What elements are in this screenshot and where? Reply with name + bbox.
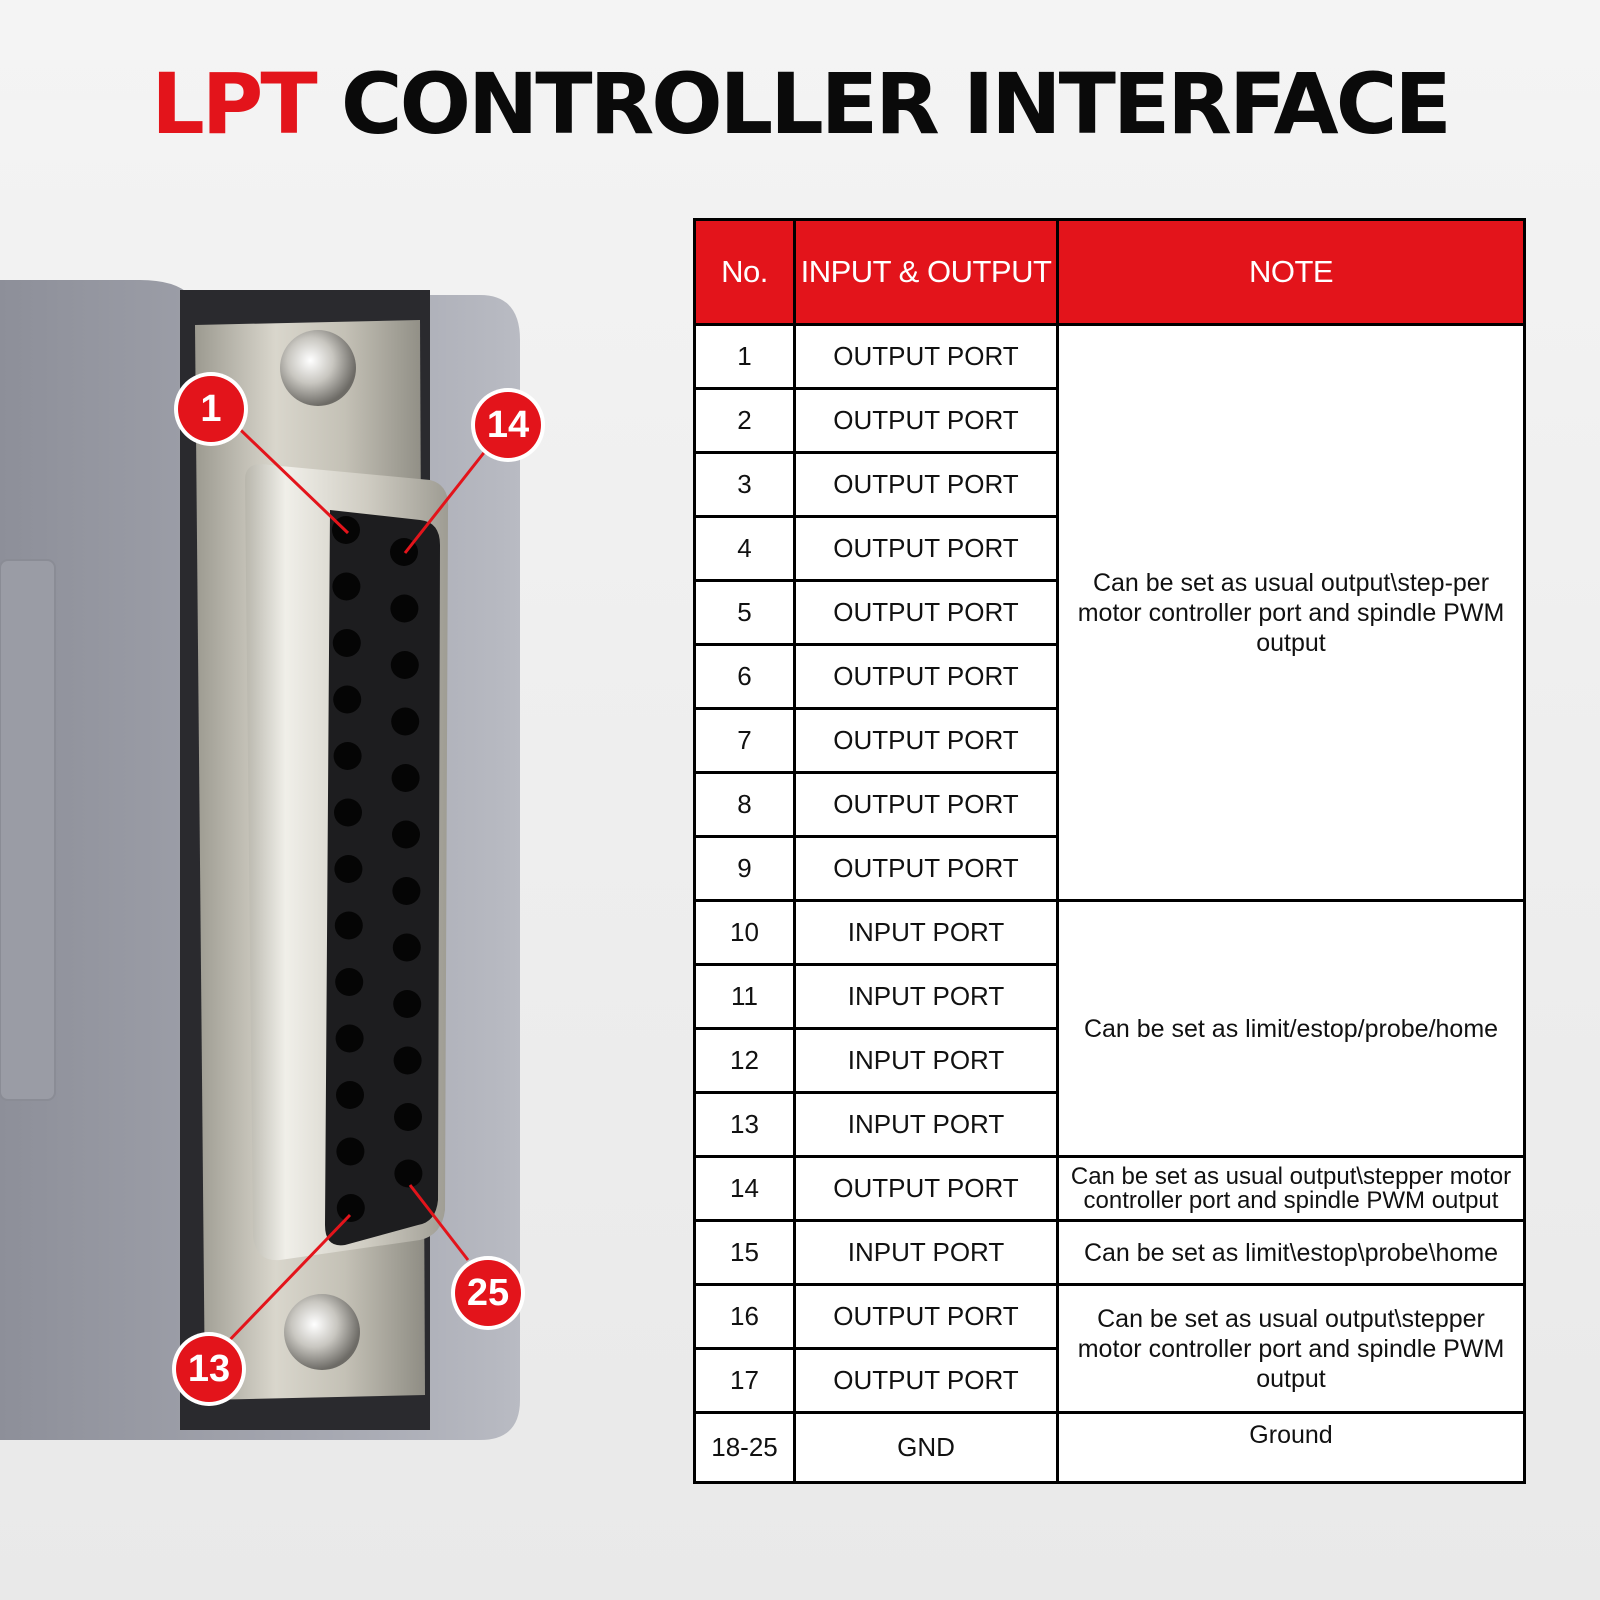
- table-row: 9 OUTPUT PORT: [693, 835, 1525, 902]
- pin-number: 14: [693, 1155, 796, 1222]
- pin-number: 6: [693, 643, 796, 710]
- table-row: 13 INPUT PORT: [693, 1091, 1525, 1158]
- pin-io: OUTPUT PORT: [793, 1347, 1059, 1414]
- pin-number: 11: [693, 963, 796, 1030]
- table-row: 18-25 GND Ground: [693, 1411, 1526, 1484]
- pin-hole: [392, 933, 421, 962]
- pin-io: OUTPUT PORT: [793, 515, 1059, 582]
- pin-hole: [390, 651, 419, 679]
- table-row: 17 OUTPUT PORT: [693, 1347, 1525, 1414]
- pin-hole: [332, 572, 361, 601]
- pin-hole: [332, 629, 361, 657]
- pin-hole: [334, 855, 363, 883]
- table-row: 1 OUTPUT PORT Can be set as usual output…: [693, 323, 1526, 902]
- header-note: NOTE: [1056, 218, 1526, 326]
- pin-hole: [336, 1081, 364, 1109]
- pin-number: 16: [693, 1283, 796, 1350]
- pin-io: INPUT PORT: [793, 899, 1059, 966]
- pin-io: OUTPUT PORT: [793, 579, 1059, 646]
- pin-io: OUTPUT PORT: [793, 643, 1059, 710]
- table-row: 5 OUTPUT PORT: [693, 579, 1525, 646]
- pin-number: 5: [693, 579, 796, 646]
- note-pin-15: Can be set as limit\estop\probe\home: [1056, 1219, 1526, 1286]
- note-pins-16-17: Can be set as usual output\stepper motor…: [1056, 1283, 1526, 1414]
- pin-io: OUTPUT PORT: [793, 387, 1059, 454]
- pin-hole: [394, 1103, 422, 1131]
- pin-hole: [391, 764, 420, 792]
- title-lpt: LPT: [151, 55, 317, 153]
- pin-io: INPUT PORT: [793, 1027, 1059, 1094]
- pin-hole: [333, 685, 362, 714]
- pin-number: 15: [693, 1219, 796, 1286]
- pin-hole: [390, 594, 419, 623]
- table-row: 10 INPUT PORT Can be set as limit/estop/…: [693, 899, 1526, 1158]
- pin-io: OUTPUT PORT: [793, 771, 1059, 838]
- table-header-row: No. INPUT & OUTPUT NOTE: [693, 218, 1526, 326]
- title-rest: CONTROLLER INTERFACE: [340, 55, 1452, 153]
- note-pins-1-9: Can be set as usual output\step-per moto…: [1056, 323, 1526, 902]
- pinout-table: No. INPUT & OUTPUT NOTE 1 OUTPUT PORT Ca…: [693, 218, 1526, 1484]
- pin-number: 12: [693, 1027, 796, 1094]
- table-row: 4 OUTPUT PORT: [693, 515, 1525, 582]
- pin-hole: [336, 1194, 365, 1222]
- table-row: 6 OUTPUT PORT: [693, 643, 1525, 710]
- note-ground: Ground: [1056, 1411, 1526, 1484]
- table-row: 8 OUTPUT PORT: [693, 771, 1525, 838]
- pin-number: 9: [693, 835, 796, 902]
- pin-hole: [393, 1046, 422, 1075]
- pin-hole: [335, 1024, 364, 1053]
- pin-hole: [393, 990, 422, 1018]
- pin-hole: [336, 1137, 365, 1166]
- pin-hole: [392, 820, 420, 849]
- pin-number: 18-25: [693, 1411, 796, 1484]
- pin-number: 13: [693, 1091, 796, 1158]
- table-row: 7 OUTPUT PORT: [693, 707, 1525, 774]
- pin-hole: [334, 911, 363, 940]
- pin-io: INPUT PORT: [793, 1219, 1059, 1286]
- pin-io: INPUT PORT: [793, 1091, 1059, 1158]
- pin-io: OUTPUT PORT: [793, 323, 1059, 390]
- pin-25-badge: 25: [455, 1260, 521, 1326]
- pin-io: INPUT PORT: [793, 963, 1059, 1030]
- pin-hole: [334, 798, 362, 827]
- table-row: 3 OUTPUT PORT: [693, 451, 1525, 518]
- pin-number: 17: [693, 1347, 796, 1414]
- pin-number: 8: [693, 771, 796, 838]
- pin-number: 10: [693, 899, 796, 966]
- pin-io: OUTPUT PORT: [793, 451, 1059, 518]
- table-row: 2 OUTPUT PORT: [693, 387, 1525, 454]
- table-row: 15 INPUT PORT Can be set as limit\estop\…: [693, 1219, 1526, 1286]
- page-title: LPT CONTROLLER INTERFACE: [0, 62, 1600, 146]
- pin-number: 2: [693, 387, 796, 454]
- pin-io: OUTPUT PORT: [793, 1155, 1059, 1222]
- table-row: 11 INPUT PORT: [693, 963, 1525, 1030]
- pin-1-badge: 1: [178, 376, 244, 442]
- pin-io: OUTPUT PORT: [793, 835, 1059, 902]
- table-row: 12 INPUT PORT: [693, 1027, 1525, 1094]
- pin-number: 4: [693, 515, 796, 582]
- pin-io: OUTPUT PORT: [793, 707, 1059, 774]
- pin-hole: [394, 1159, 423, 1188]
- pin-io: GND: [793, 1411, 1059, 1484]
- pin-hole: [333, 742, 362, 770]
- pin-number: 3: [693, 451, 796, 518]
- db25-connector-photo: [0, 280, 520, 1440]
- pin-hole: [335, 968, 364, 996]
- pin-14-badge: 14: [475, 392, 541, 458]
- header-io: INPUT & OUTPUT: [793, 218, 1059, 326]
- pin-13-badge: 13: [176, 1336, 242, 1402]
- pin-number: 7: [693, 707, 796, 774]
- pin-io: OUTPUT PORT: [793, 1283, 1059, 1350]
- pin-hole: [391, 707, 420, 736]
- note-pin-14: Can be set as usual output\stepper motor…: [1056, 1155, 1526, 1222]
- pin-hole: [392, 877, 421, 905]
- pin-number: 1: [693, 323, 796, 390]
- table-row: 16 OUTPUT PORT Can be set as usual outpu…: [693, 1283, 1526, 1414]
- table-row: 14 OUTPUT PORT Can be set as usual outpu…: [693, 1155, 1526, 1222]
- header-no: No.: [693, 218, 796, 326]
- note-pins-10-13: Can be set as limit/estop/probe/home: [1056, 899, 1526, 1158]
